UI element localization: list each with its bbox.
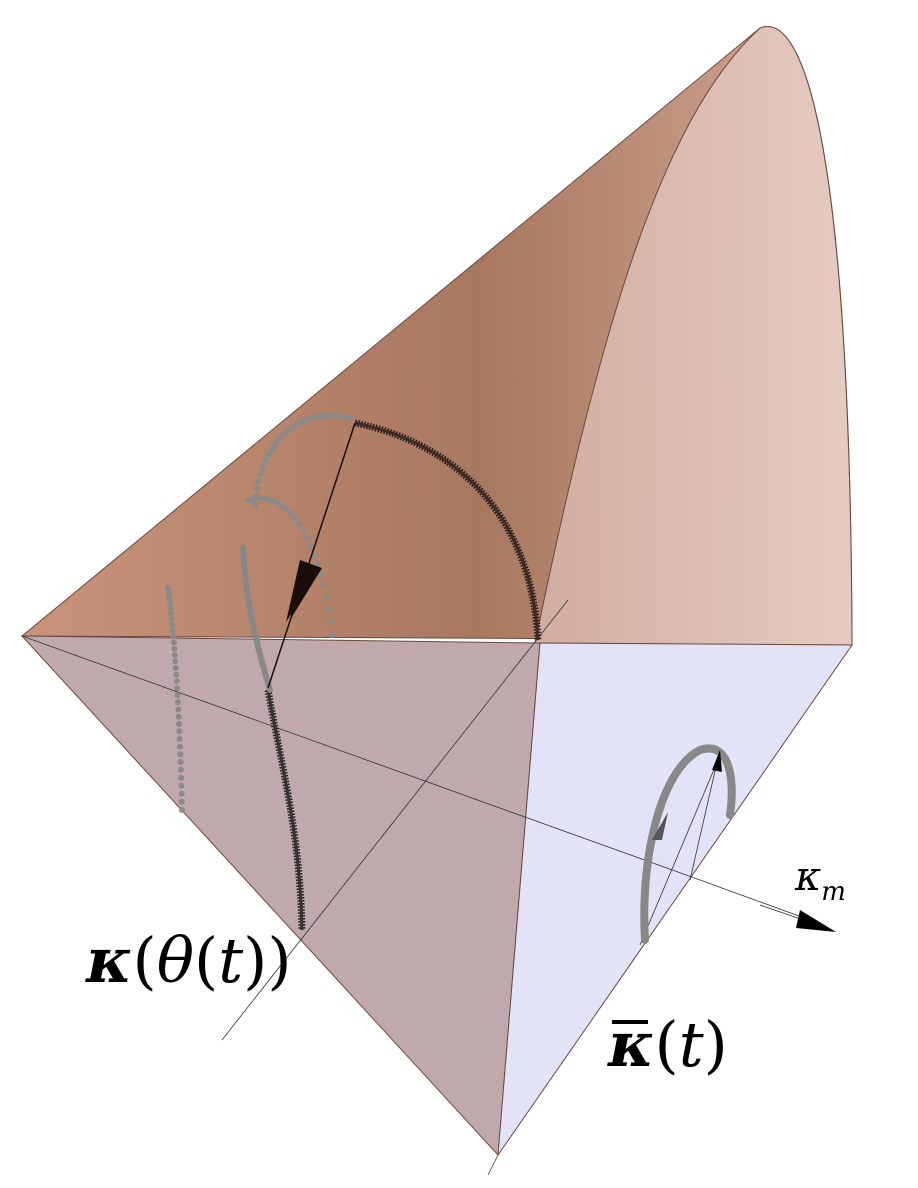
trajectory-dot	[299, 417, 306, 425]
trajectory-dot	[168, 616, 175, 622]
trajectory-dot	[175, 706, 182, 713]
trajectory-dot	[307, 543, 314, 550]
svg-text:κ(t): κ(t)	[607, 1008, 728, 1081]
trajectory-dot	[174, 692, 181, 699]
label-kappa-m: κm	[794, 854, 846, 907]
trajectory-dot	[174, 699, 181, 706]
trajectory-dot	[265, 451, 272, 458]
trajectory-dot	[346, 414, 354, 422]
trajectory-dot	[173, 678, 180, 685]
trajectory-dot	[272, 440, 279, 447]
arrowhead-icon	[712, 750, 722, 772]
trajectory-dot	[170, 633, 177, 640]
trajectory-dot	[171, 645, 178, 652]
trajectory-dot	[166, 594, 173, 601]
trajectory-dot	[167, 605, 174, 612]
trajectory-dot	[334, 412, 341, 419]
trajectory-dot	[257, 470, 264, 478]
trajectory-dot	[262, 457, 269, 464]
trajectory-dot	[256, 495, 263, 502]
gray-trajectory-dots	[165, 412, 354, 813]
projection-arrow	[267, 422, 356, 689]
trajectory-dot	[177, 751, 184, 758]
trajectory-dot	[172, 664, 179, 671]
trajectory-dot	[272, 499, 279, 505]
trajectory-dot	[166, 599, 173, 606]
trajectory-dot	[267, 497, 274, 503]
trajectory-dot	[304, 535, 311, 542]
trajectory-dot	[327, 412, 335, 419]
trajectory-dot	[171, 652, 178, 658]
trajectory-dot	[277, 501, 284, 508]
trajectory-dot	[276, 435, 283, 442]
trajectory-dot	[340, 413, 347, 420]
arrowhead-icon	[796, 910, 836, 932]
trajectory-dot	[320, 582, 327, 589]
gray-curve-upper	[240, 545, 273, 693]
trajectory-dot	[170, 639, 177, 646]
trajectory-dot	[169, 627, 176, 634]
trajectory-dot	[284, 427, 292, 434]
trajectory-dot	[317, 571, 324, 578]
cone-lower-left-face	[20, 635, 541, 1157]
trajectory-dot	[245, 497, 251, 503]
trajectory-dot	[321, 412, 329, 419]
trajectory-dot	[287, 510, 294, 516]
trajectory-dot	[177, 743, 183, 750]
trajectory-dot	[289, 423, 296, 430]
dark-trajectory-arc	[354, 419, 542, 641]
trajectory-dot	[250, 495, 257, 502]
trajectory-dot	[179, 807, 185, 813]
trajectory-dot	[176, 728, 183, 735]
trajectory-dot	[325, 606, 332, 612]
trajectory-dot	[291, 515, 298, 522]
cone-lower-right-face	[497, 642, 853, 1157]
trajectory-dot	[322, 594, 329, 600]
trajectory-dot	[178, 782, 185, 789]
trajectory-dot	[327, 618, 334, 625]
trajectory-dot	[253, 485, 261, 492]
trajectory-dot	[169, 621, 176, 628]
trajectory-dot	[177, 759, 184, 765]
trajectory-dot	[280, 431, 287, 438]
label-kappa-bar-t: κ(t)	[607, 1008, 728, 1081]
trajectory-dot	[262, 495, 269, 502]
trajectory-dot	[178, 798, 185, 805]
trajectory-dot	[178, 790, 185, 797]
dark-trajectory-lower	[264, 689, 306, 931]
trajectory-dot	[176, 736, 183, 742]
trajectory-dot	[296, 521, 303, 528]
trajectory-dot	[259, 463, 267, 471]
trajectory-dot	[165, 589, 172, 596]
kappa-m-axis-arrow	[759, 904, 836, 932]
trajectory-dot	[294, 420, 301, 427]
trajectory-dot	[282, 505, 289, 512]
label-kappa-theta-t: κ(θ(t))	[85, 924, 292, 997]
trajectory-dot	[315, 412, 323, 420]
trajectory-dot	[175, 713, 182, 720]
trajectory-dot	[165, 585, 171, 591]
axis-lines	[21, 599, 811, 1176]
trajectory-dot	[173, 671, 180, 678]
trajectory-dot	[178, 774, 185, 781]
trajectory-dot	[310, 414, 317, 421]
trajectory-dot	[329, 632, 335, 638]
kappa-bar-loop	[640, 744, 736, 944]
trajectory-dot	[300, 527, 307, 534]
trajectory-dot	[174, 685, 181, 692]
trajectory-dot	[168, 610, 174, 617]
arrowhead-icon	[652, 812, 668, 840]
trajectory-dot	[251, 501, 259, 509]
trajectory-dot	[172, 658, 179, 665]
trajectory-dot	[255, 477, 262, 485]
trajectory-dot	[268, 445, 276, 452]
trajectory-dot	[176, 721, 182, 727]
trajectory-dot	[304, 415, 311, 423]
trajectory-dot	[177, 766, 184, 773]
